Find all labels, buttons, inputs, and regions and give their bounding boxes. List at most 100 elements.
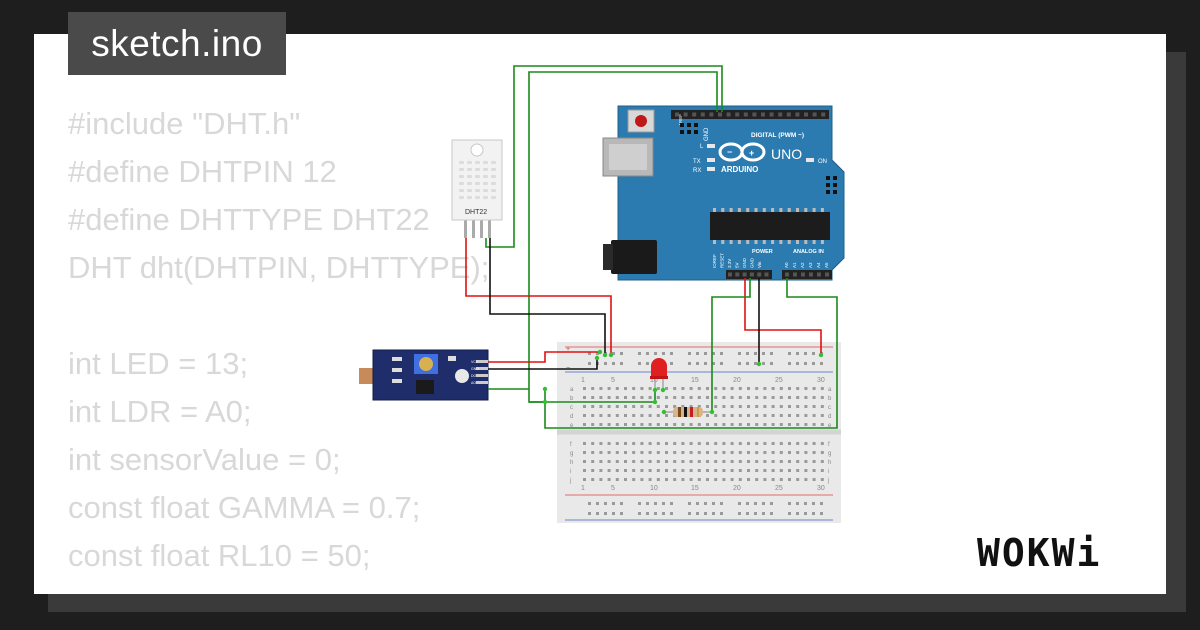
breadboard-hole [712, 502, 715, 505]
breadboard-hole [796, 512, 799, 515]
chip-pin [796, 208, 799, 212]
icsp-pin [694, 130, 698, 134]
breadboard-hole [771, 451, 775, 454]
header-pin [812, 112, 817, 117]
breadboard-hole [640, 405, 644, 408]
power-pin-label: 5V [735, 262, 740, 268]
breadboard-hole [722, 469, 726, 472]
breadboard-hole [796, 478, 800, 481]
breadboard-hole [788, 502, 791, 505]
breadboard-hole [820, 396, 824, 399]
on-label: ON [818, 159, 827, 165]
breadboard-hole [648, 405, 652, 408]
header-pin [743, 112, 748, 117]
breadboard-hole [820, 423, 824, 426]
breadboard-hole [820, 502, 823, 505]
breadboard-hole [670, 512, 673, 515]
grille-slot [467, 175, 472, 178]
breadboard-hole [704, 352, 707, 355]
breadboard-hole [591, 442, 595, 445]
breadboard-hole [779, 442, 783, 445]
breadboard-hole [779, 396, 783, 399]
breadboard-hole [812, 362, 815, 365]
breadboard-hole [706, 414, 709, 417]
chip-pin [721, 240, 725, 244]
column-number: 30 [817, 485, 825, 492]
breadboard-hole [722, 414, 726, 417]
arduino-infinity-logo: − + [718, 142, 766, 162]
breadboard-hole [812, 387, 816, 390]
grille-slot [483, 182, 488, 185]
breadboard-hole [624, 387, 627, 390]
breadboard-hole [656, 405, 660, 408]
header-pin [761, 112, 765, 117]
breadboard-hole [632, 442, 636, 445]
breadboard-hole [763, 414, 767, 417]
icsp-pin [826, 183, 830, 187]
grille-slot [467, 168, 472, 171]
breadboard-hole [779, 414, 783, 417]
breadboard-hole [762, 352, 765, 355]
breadboard-hole [632, 451, 636, 454]
breadboard-hole [730, 478, 734, 481]
breadboard-hole [762, 512, 765, 515]
column-number: 30 [817, 377, 825, 384]
breadboard-hole [688, 352, 691, 355]
breadboard-hole [673, 469, 677, 472]
breadboard-hole [738, 460, 742, 463]
breadboard-hole [681, 451, 685, 454]
breadboard-hole [730, 405, 734, 408]
grille-slot [475, 182, 480, 185]
wire-ldr-vcc [488, 351, 600, 363]
breadboard-hole [763, 469, 767, 472]
breadboard-hole [804, 414, 808, 417]
breadboard-hole [771, 387, 775, 390]
breadboard-hole [612, 352, 615, 355]
breadboard-hole [812, 512, 815, 515]
breadboard-hole [820, 405, 824, 408]
breadboard-hole [770, 512, 773, 515]
breadboard-hole [712, 352, 715, 355]
grille-slot [483, 189, 488, 192]
ldr-pin-label: DO [471, 374, 477, 378]
breadboard-hole [607, 469, 611, 472]
photoresistor [359, 368, 373, 384]
breadboard-hole [670, 352, 673, 355]
column-number: 5 [611, 485, 615, 492]
breadboard-hole [820, 362, 823, 365]
breadboard-hole [588, 502, 591, 505]
breadboard-hole [762, 362, 765, 365]
breadboard-hole [615, 469, 619, 472]
breadboard-hole [591, 396, 595, 399]
breadboard-hole [648, 469, 652, 472]
breadboard-hole [720, 352, 723, 355]
header-pin [801, 272, 805, 277]
breadboard-hole [612, 362, 615, 365]
chip-pin [820, 240, 824, 244]
breadboard-hole [673, 460, 677, 463]
wire-endpoint [709, 409, 715, 415]
header-pin [785, 272, 789, 277]
breadboard-hole [755, 387, 759, 390]
breadboard-hole [673, 442, 677, 445]
led-label: TX [693, 159, 701, 165]
file-name-tag: sketch.ino [68, 12, 286, 75]
breadboard-hole [599, 405, 603, 408]
breadboard-hole [762, 502, 765, 505]
breadboard-hole [730, 414, 734, 417]
breadboard-hole [604, 512, 607, 515]
power-pin-label: IOREF [712, 254, 717, 268]
breadboard-hole [646, 362, 649, 365]
breadboard-hole [583, 414, 586, 417]
breadboard-hole [689, 387, 693, 390]
breadboard-hole [754, 502, 757, 505]
grille-slot [475, 161, 480, 164]
header-pin [735, 112, 740, 117]
chip-pin [713, 208, 716, 212]
grille-slot [467, 196, 472, 199]
breadboard-hole [599, 451, 603, 454]
breadboard-hole [720, 512, 723, 515]
breadboard-hole [681, 460, 685, 463]
breadboard-hole [779, 387, 783, 390]
breadboard-hole [583, 451, 586, 454]
